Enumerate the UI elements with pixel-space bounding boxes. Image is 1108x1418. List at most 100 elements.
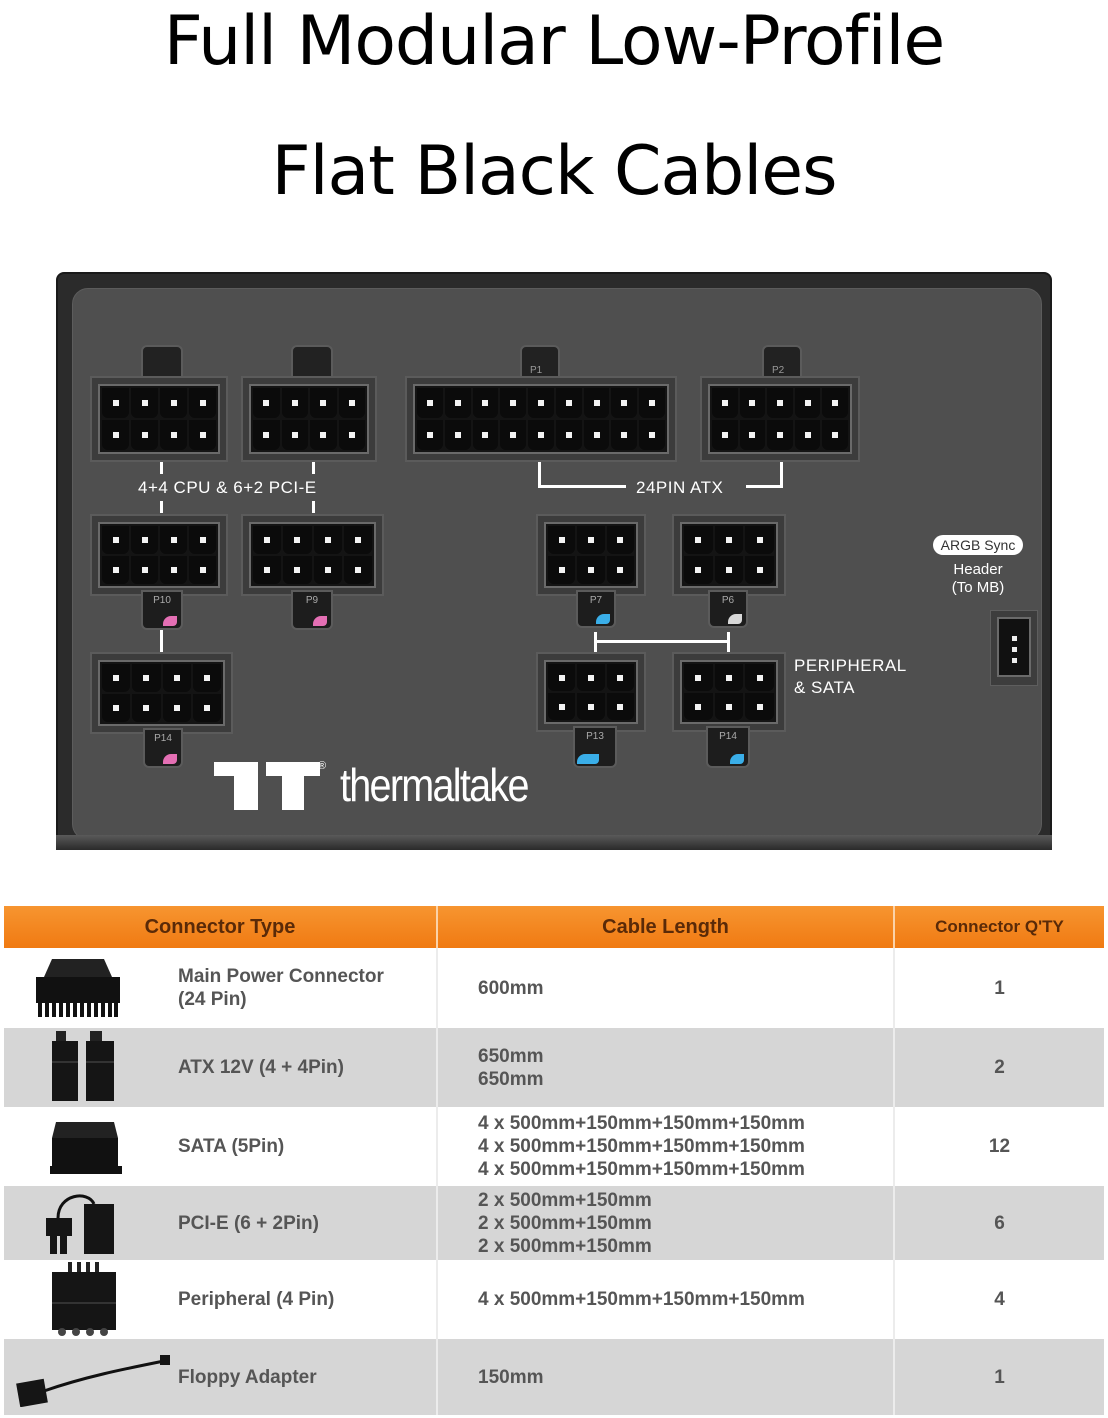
- atx-24pin-socket-aux: [700, 376, 860, 462]
- row-type: Peripheral (4 Pin): [178, 1289, 335, 1310]
- bracket-line: [312, 501, 315, 513]
- cpu-pcie-socket-1: [90, 376, 228, 462]
- connector-tag-p10: P10: [153, 595, 171, 606]
- peripheral-connector-icon: [52, 1261, 116, 1336]
- page-title-line-1: Full Modular Low-Profile: [163, 2, 945, 81]
- bracket-line: [312, 462, 315, 474]
- row-length: 4 x 500mm+150mm+150mm+150mm: [478, 1159, 805, 1180]
- cpu-pcie-socket-5: [90, 652, 233, 734]
- connector-tag-p14: P14: [154, 733, 172, 744]
- row-length: 2 x 500mm+150mm: [478, 1235, 652, 1257]
- bracket-line: [538, 462, 541, 488]
- led-indicator-icon: [313, 616, 327, 626]
- bracket-line: [594, 632, 597, 654]
- argb-label-line-1: Header: [953, 561, 1003, 578]
- row-type-sub: (24 Pin): [178, 989, 247, 1010]
- registered-mark: ®: [318, 760, 327, 772]
- row-length: 4 x 500mm+150mm+150mm+150mm: [478, 1113, 805, 1134]
- led-indicator-icon: [730, 754, 744, 764]
- row-length: 4 x 500mm+150mm+150mm+150mm: [478, 1136, 805, 1157]
- bracket-line: [594, 640, 730, 643]
- row-type: PCI-E (6 + 2Pin): [178, 1212, 319, 1234]
- table-row: ATX 12V (4 + 4Pin) 650mm 650mm 2: [4, 1028, 1104, 1107]
- row-qty: 12: [988, 1136, 1011, 1157]
- connector-tag-p13: P13: [586, 731, 604, 742]
- table-row: Peripheral (4 Pin) 4 x 500mm+150mm+150mm…: [4, 1260, 1104, 1339]
- header-connector-type: Connector Type: [4, 906, 438, 948]
- table-row: SATA (5Pin) 4 x 500mm+150mm+150mm+150mm …: [4, 1107, 1104, 1186]
- bracket-line: [160, 501, 163, 513]
- argb-sync-badge: ARGB Sync: [933, 535, 1023, 555]
- row-qty: 1: [994, 1366, 1005, 1388]
- table-row: PCI-E (6 + 2Pin) 2 x 500mm+150mm 2 x 500…: [4, 1186, 1104, 1260]
- row-qty: 2: [994, 1057, 1005, 1078]
- row-length: 2 x 500mm+150mm: [478, 1212, 652, 1234]
- row-length: 4 x 500mm+150mm+150mm+150mm: [478, 1289, 805, 1310]
- atx-label: 24PIN ATX: [636, 478, 724, 497]
- connector-tab-p9: P9: [291, 590, 333, 630]
- argb-label-line-2: (To MB): [951, 579, 1005, 596]
- peripheral-sata-label: PERIPHERAL & SATA: [794, 655, 907, 699]
- page-title-line-2: Flat Black Cables: [271, 132, 837, 211]
- connector-tab-p10: P10: [141, 590, 183, 630]
- row-length: 150mm: [478, 1366, 544, 1388]
- connector-tag-p1: P1: [530, 365, 543, 376]
- led-indicator-icon: [577, 754, 599, 764]
- header-cable-length: Cable Length: [438, 906, 895, 948]
- table-header: Connector Type Cable Length Connector Q'…: [4, 906, 1104, 948]
- connector-tag-p14: P14: [719, 731, 737, 742]
- peripheral-sata-socket-2: [672, 514, 786, 596]
- floppy-adapter-icon: [16, 1355, 170, 1407]
- header-connector-qty: Connector Q'TY: [935, 917, 1064, 936]
- table-row: Main Power Connector (24 Pin) 600mm 1: [4, 948, 1104, 1028]
- row-type: ATX 12V (4 + 4Pin): [178, 1057, 344, 1078]
- brand-wordmark: thermaltake: [340, 759, 529, 811]
- connector-latch: [291, 345, 333, 381]
- connector-tag-p9: P9: [305, 595, 319, 606]
- peripheral-label-line-1: PERIPHERAL: [794, 656, 907, 675]
- sata-connector-icon: [50, 1121, 122, 1174]
- led-indicator-icon: [163, 616, 177, 626]
- bracket-line: [780, 462, 783, 488]
- cpu-pcie-socket-2: [241, 376, 377, 462]
- bracket-line: [160, 462, 163, 474]
- connector-tag-p6: P6: [721, 595, 735, 606]
- thermaltake-logo-icon: [214, 762, 320, 810]
- psu-bottom-edge: [56, 835, 1052, 850]
- connector-tab-p13: P13: [573, 726, 617, 768]
- cpu-pcie-socket-4: [241, 514, 384, 596]
- peripheral-sata-socket-1: [536, 514, 646, 596]
- cpu-pcie-label: 4+4 CPU & 6+2 PCI-E: [138, 478, 317, 497]
- bracket-line: [727, 632, 730, 654]
- cable-spec-table: Connector Type Cable Length Connector Q'…: [4, 906, 1104, 1415]
- table-row: Floppy Adapter 150mm 1: [4, 1339, 1104, 1415]
- connector-tab-p14: P14: [143, 728, 183, 768]
- led-indicator-icon: [163, 754, 177, 764]
- connector-tab-p14-right: P14: [706, 726, 750, 768]
- connector-tag-p7: P7: [589, 595, 603, 606]
- 24pin-connector-icon: [36, 959, 120, 1017]
- argb-header-port: [990, 610, 1038, 686]
- connector-tab-p7: P7: [576, 590, 616, 628]
- peripheral-sata-socket-4: [672, 652, 786, 732]
- atx12v-connector-icon: [52, 1030, 114, 1101]
- connector-tag-p2: P2: [772, 365, 785, 376]
- row-qty: 6: [994, 1212, 1005, 1234]
- row-length: 2 x 500mm+150mm: [478, 1189, 652, 1211]
- row-qty: 1: [994, 977, 1005, 999]
- bracket-line: [538, 485, 626, 488]
- row-length: 600mm: [478, 977, 544, 999]
- pcie-connector-icon: [46, 1194, 114, 1254]
- row-length: 650mm: [478, 1068, 544, 1090]
- connector-tab-p6: P6: [708, 590, 748, 628]
- peripheral-label-line-2: & SATA: [794, 678, 855, 697]
- atx-24pin-socket-main: [405, 376, 677, 462]
- led-indicator-icon: [596, 614, 610, 624]
- row-length: 650mm: [478, 1045, 544, 1067]
- row-type: SATA (5Pin): [178, 1136, 285, 1157]
- led-indicator-icon: [728, 614, 742, 624]
- argb-header-label: Header (To MB): [933, 561, 1023, 597]
- row-type: Floppy Adapter: [178, 1366, 317, 1388]
- row-type: Main Power Connector: [178, 966, 384, 987]
- bracket-line: [746, 485, 782, 488]
